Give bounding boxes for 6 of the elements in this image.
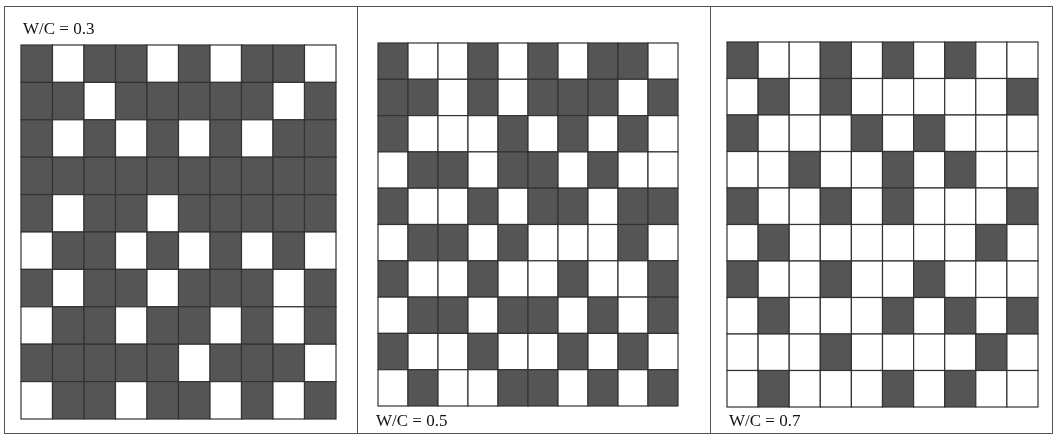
panel-label: W/C = 0.3 (23, 19, 95, 39)
panel-frame (4, 6, 358, 434)
panel-label: W/C = 0.5 (376, 411, 448, 431)
panel-frame (357, 6, 711, 434)
panel-label: W/C = 0.7 (729, 411, 801, 431)
panel-frame (710, 6, 1053, 434)
